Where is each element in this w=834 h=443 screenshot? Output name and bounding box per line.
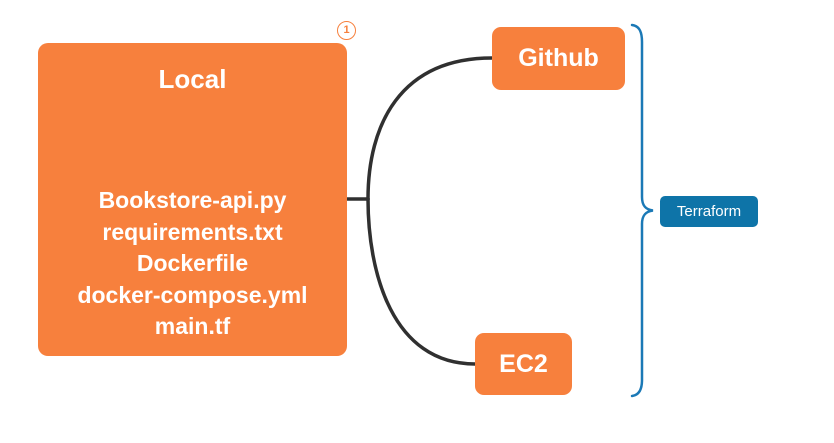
file-item: Bookstore-api.py	[98, 187, 287, 213]
node-github[interactable]: Github	[492, 27, 625, 90]
node-local-title: Local	[158, 64, 227, 94]
connector-local-github[interactable]	[366, 56, 494, 201]
badge-number: 1	[343, 24, 350, 36]
file-item: requirements.txt	[102, 218, 283, 245]
node-terraform[interactable]: Terraform	[660, 196, 758, 227]
numbered-badge[interactable]: 1	[337, 21, 356, 40]
node-ec2-label: EC2	[499, 349, 548, 378]
node-local[interactable]: Local Bookstore-api.py requirements.txt …	[38, 43, 347, 356]
node-github-label: Github	[518, 44, 599, 72]
file-item: docker-compose.yml	[77, 281, 308, 308]
node-terraform-label: Terraform	[676, 203, 742, 220]
node-ec2[interactable]: EC2	[475, 333, 572, 395]
file-item: Dockerfile	[136, 250, 249, 276]
node-local-file-list: Bookstore-api.py requirements.txt Docker…	[38, 185, 347, 343]
brace-terraform[interactable]	[630, 23, 654, 398]
file-item: main.tf	[154, 313, 231, 339]
connector-local-ec2[interactable]	[366, 197, 477, 366]
